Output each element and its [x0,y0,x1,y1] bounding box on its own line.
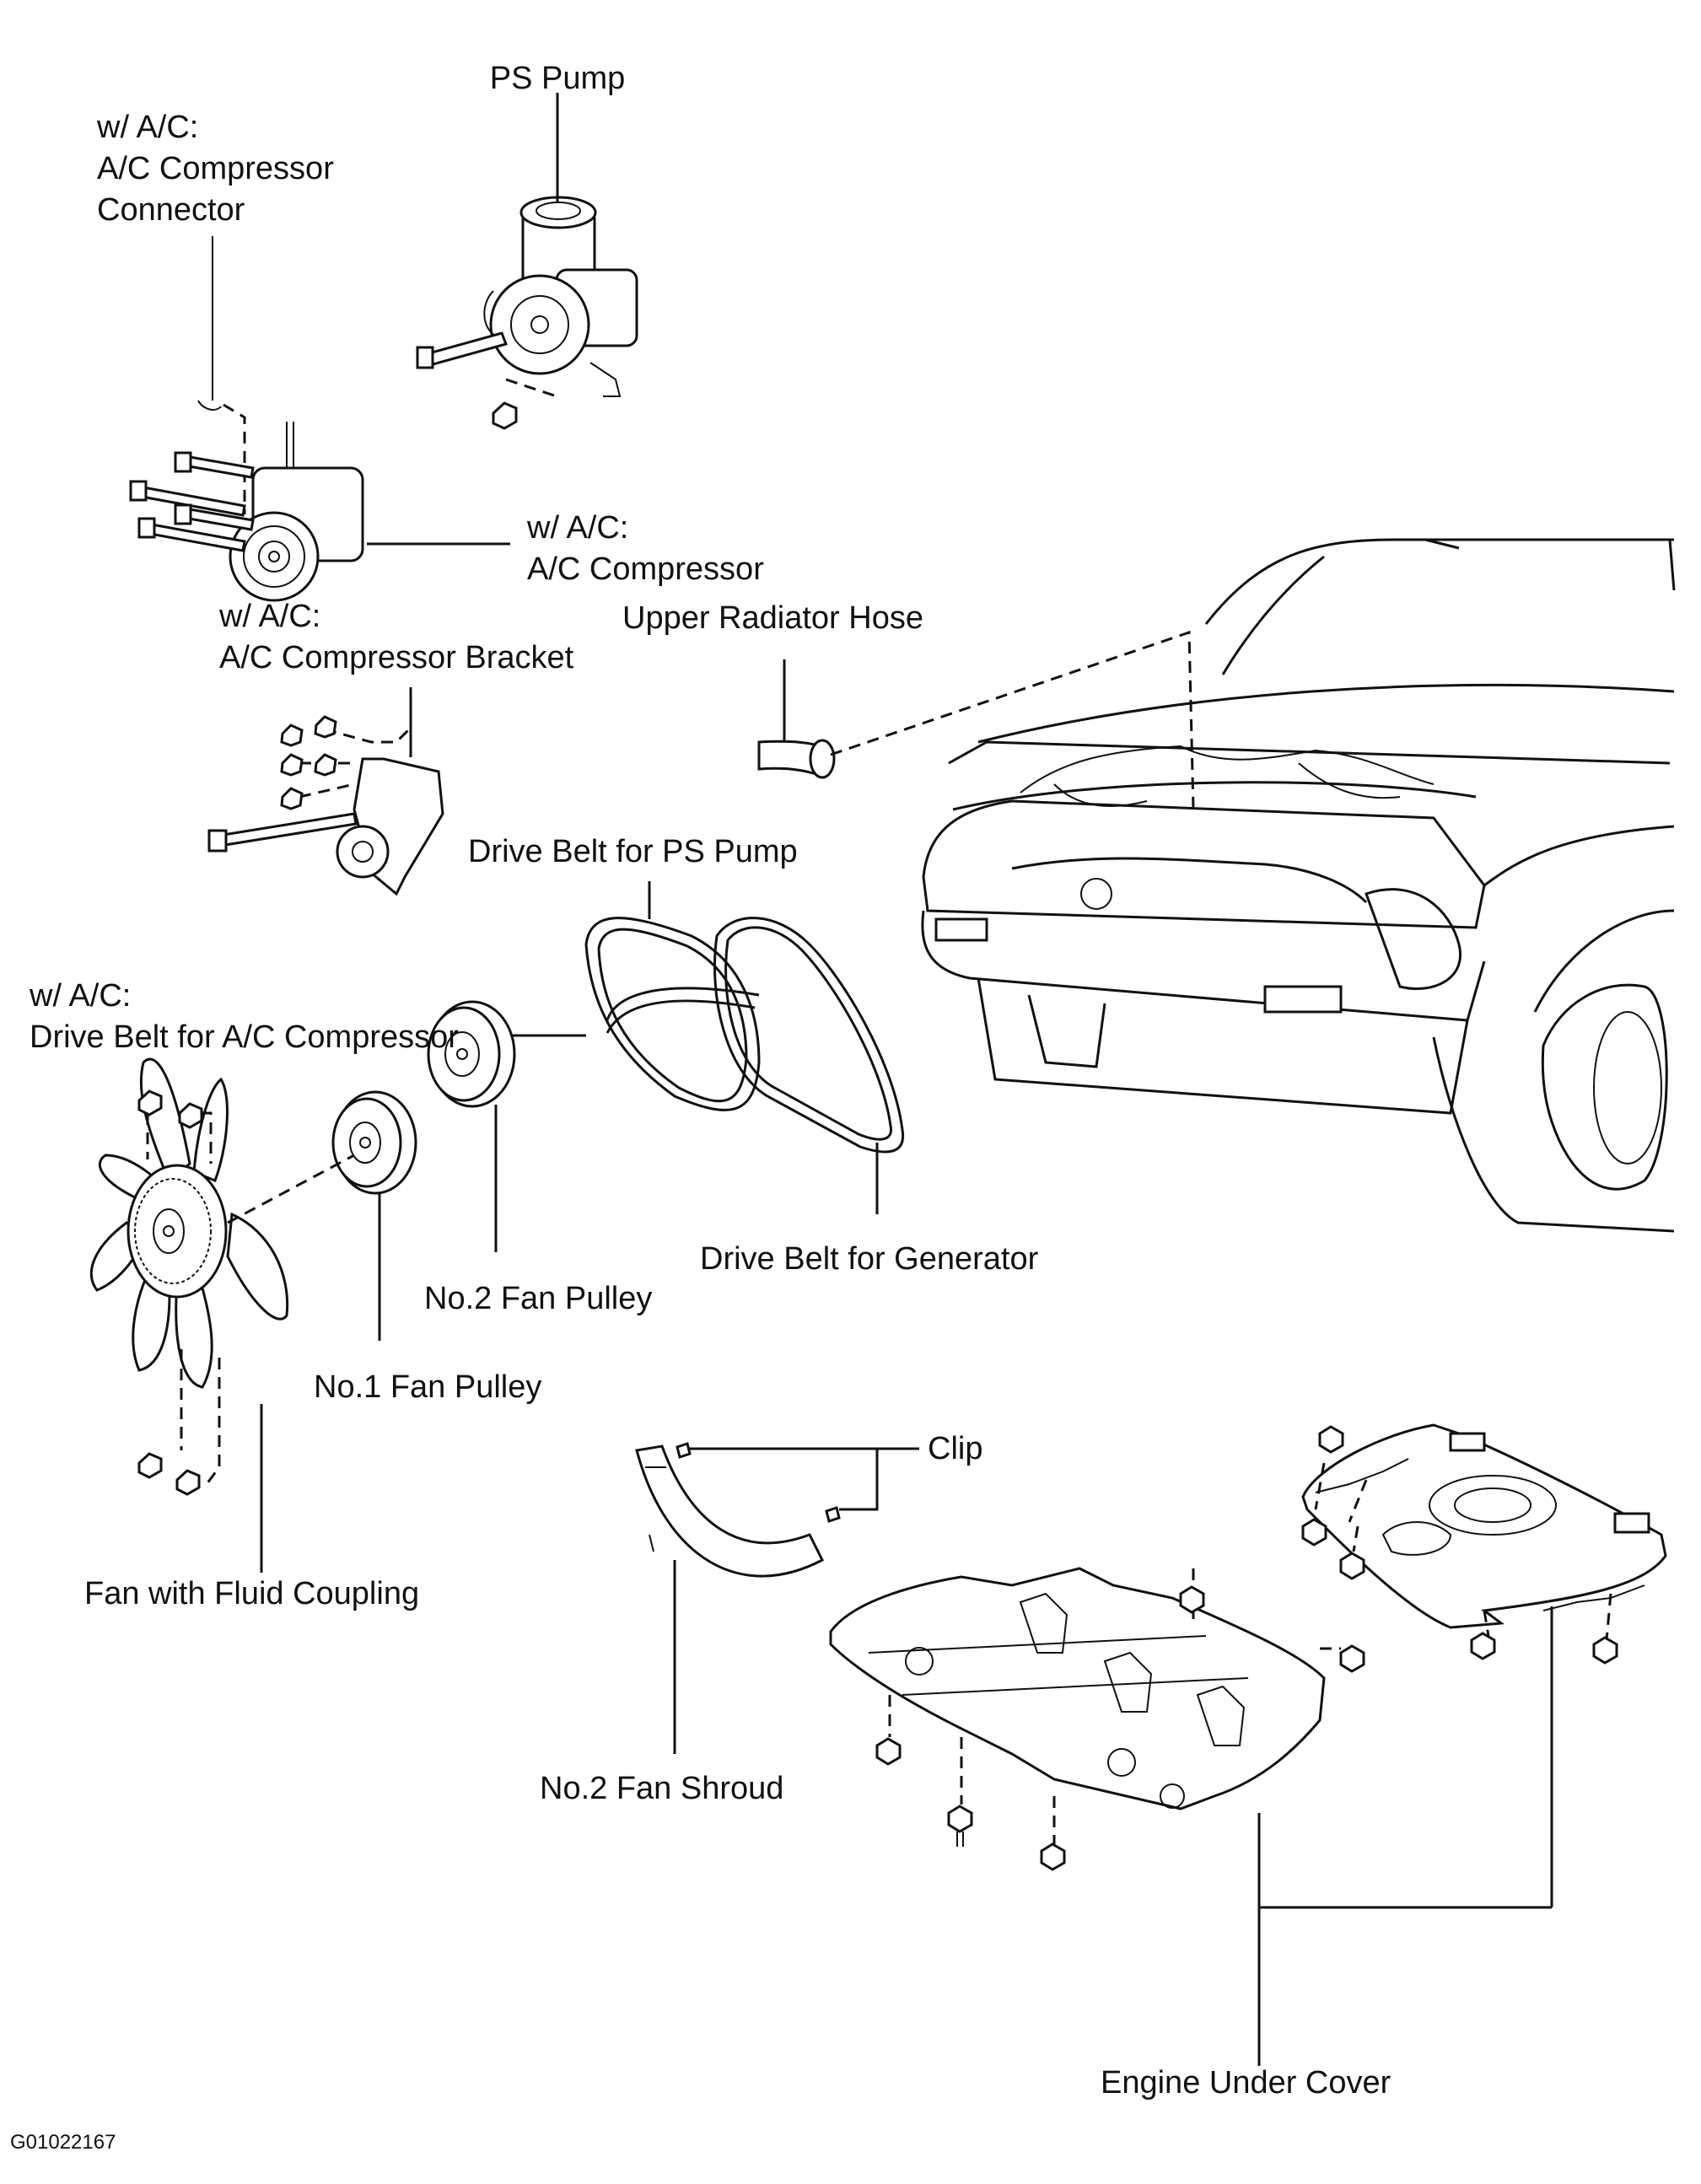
label-drive-belt-ac-line2: Drive Belt for A/C Compressor [30,1019,459,1055]
label-ac-connector-line2: A/C Compressor [97,151,334,186]
label-ac-connector-line1: w/ A/C: [96,110,198,145]
label-clip: Clip [928,1431,982,1466]
fan-shroud-drawing [635,1442,841,1578]
label-ac-bracket-line2: A/C Compressor Bracket [219,640,574,675]
label-ac-bracket-line1: w/ A/C: [218,599,320,634]
label-no2-fan-pulley: No.2 Fan Pulley [424,1281,652,1316]
label-ps-pump: PS Pump [490,61,626,96]
drive-belts-drawing [584,917,905,1154]
label-fan-fluid-coupling: Fan with Fluid Coupling [84,1576,419,1611]
label-ac-connector-line3: Connector [97,192,245,228]
label-drive-belt-ac-line1: w/ A/C: [29,978,131,1014]
label-no1-fan-pulley: No.1 Fan Pulley [314,1369,541,1405]
label-drive-belt-ps: Drive Belt for PS Pump [468,834,798,869]
ps-pump-drawing [416,196,638,430]
clip-leader-b [839,1449,879,1511]
label-ac-compressor-line1: w/ A/C: [526,510,628,546]
figure-id: G01022167 [10,2131,116,2154]
label-drive-belt-generator: Drive Belt for Generator [700,1241,1039,1277]
label-ac-compressor-line2: A/C Compressor [527,551,764,587]
label-no2-fan-shroud: No.2 Fan Shroud [540,1771,783,1806]
label-upper-radiator-hose: Upper Radiator Hose [622,600,923,636]
label-engine-under-cover: Engine Under Cover [1101,2065,1391,2101]
ac-compressor-drawing [129,236,364,602]
fan-pulleys-drawing [331,1000,516,1195]
ac-bracket-drawing [207,715,444,896]
engine-under-cover-drawing [829,1423,1667,1871]
radiator-hose-drawing [757,630,1195,810]
fan-drawing [89,1057,355,1496]
truck-front-drawing [921,538,1676,1233]
